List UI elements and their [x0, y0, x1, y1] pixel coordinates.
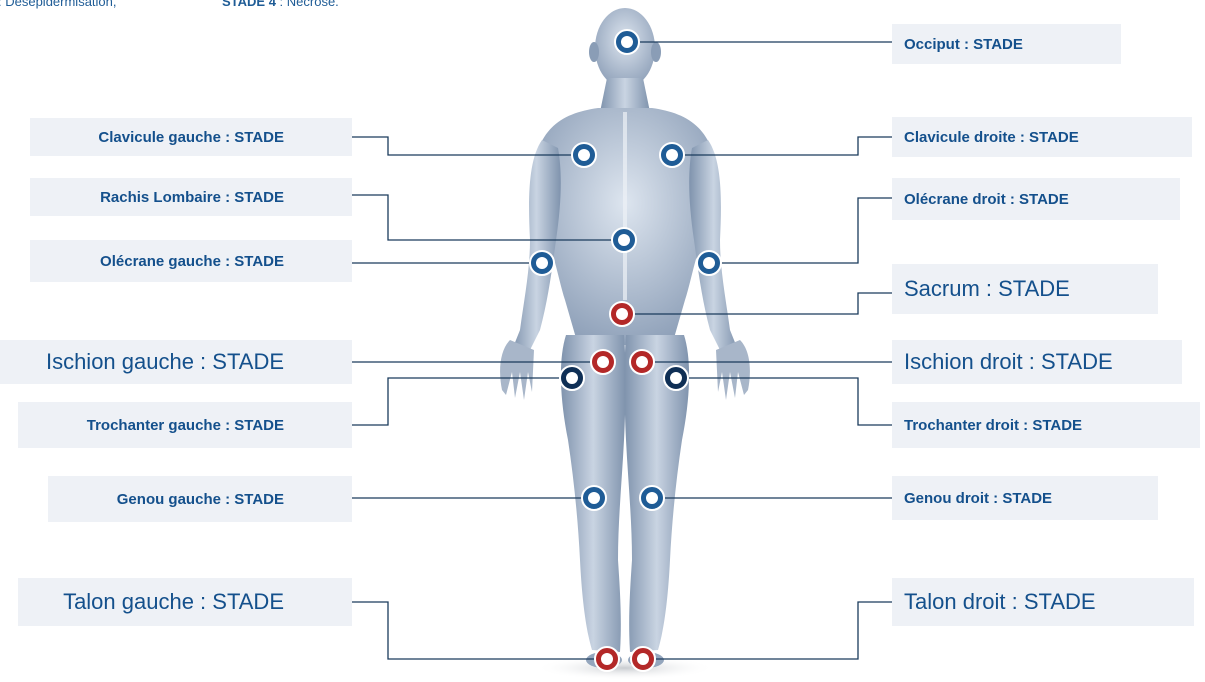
label-rachis-lombaire-text: Rachis Lombaire : STADE [100, 189, 284, 206]
label-ischion-droit: Ischion droit : STADE [892, 340, 1182, 384]
label-olecrane-droit: Olécrane droit : STADE [892, 178, 1180, 220]
marker-talon-gauche [595, 647, 619, 671]
marker-rachis-lombaire [612, 228, 636, 252]
marker-olecrane-droit [697, 251, 721, 275]
marker-trochanter-droit [664, 366, 688, 390]
marker-sacrum [610, 302, 634, 326]
label-occiput-text: Occiput : STADE [904, 36, 1023, 53]
marker-clavicule-droite [660, 143, 684, 167]
label-olecrane-gauche-text: Olécrane gauche : STADE [100, 253, 284, 270]
line-trochanter-droit [676, 378, 892, 425]
label-occiput: Occiput : STADE [892, 24, 1121, 64]
label-sacrum: Sacrum : STADE [892, 264, 1158, 314]
label-sacrum-text: Sacrum : STADE [904, 276, 1070, 302]
line-talon-gauche [352, 602, 607, 659]
label-genou-droit: Genou droit : STADE [892, 476, 1158, 520]
label-genou-droit-text: Genou droit : STADE [904, 490, 1052, 507]
marker-talon-droit [631, 647, 655, 671]
label-trochanter-droit: Trochanter droit : STADE [892, 402, 1200, 448]
marker-genou-gauche [582, 486, 606, 510]
marker-trochanter-gauche [560, 366, 584, 390]
label-ischion-gauche-text: Ischion gauche : STADE [46, 349, 284, 375]
label-olecrane-droit-text: Olécrane droit : STADE [904, 191, 1069, 208]
label-clavicule-gauche: Clavicule gauche : STADE [30, 118, 352, 156]
marker-occiput [615, 30, 639, 54]
label-trochanter-gauche-text: Trochanter gauche : STADE [87, 417, 284, 434]
label-rachis-lombaire: Rachis Lombaire : STADE [30, 178, 352, 216]
label-trochanter-droit-text: Trochanter droit : STADE [904, 417, 1082, 434]
marker-olecrane-gauche [530, 251, 554, 275]
label-talon-droit-text: Talon droit : STADE [904, 589, 1096, 615]
label-genou-gauche-text: Genou gauche : STADE [117, 491, 284, 508]
line-talon-droit [643, 602, 892, 659]
label-clavicule-gauche-text: Clavicule gauche : STADE [98, 129, 284, 146]
label-ischion-droit-text: Ischion droit : STADE [904, 349, 1113, 375]
label-genou-gauche: Genou gauche : STADE [48, 476, 352, 522]
line-olecrane-droit [709, 198, 892, 263]
line-trochanter-gauche [352, 378, 572, 425]
body-silhouette [500, 8, 750, 668]
label-clavicule-droite-text: Clavicule droite : STADE [904, 129, 1079, 146]
marker-clavicule-gauche [572, 143, 596, 167]
marker-ischion-gauche [591, 350, 615, 374]
label-trochanter-gauche: Trochanter gauche : STADE [18, 402, 352, 448]
marker-genou-droit [640, 486, 664, 510]
label-talon-gauche: Talon gauche : STADE [18, 578, 352, 626]
marker-ischion-droit [630, 350, 654, 374]
label-olecrane-gauche: Olécrane gauche : STADE [30, 240, 352, 282]
label-ischion-gauche: Ischion gauche : STADE [0, 340, 352, 384]
label-talon-droit: Talon droit : STADE [892, 578, 1194, 626]
label-clavicule-droite: Clavicule droite : STADE [892, 117, 1192, 157]
label-talon-gauche-text: Talon gauche : STADE [63, 589, 284, 615]
